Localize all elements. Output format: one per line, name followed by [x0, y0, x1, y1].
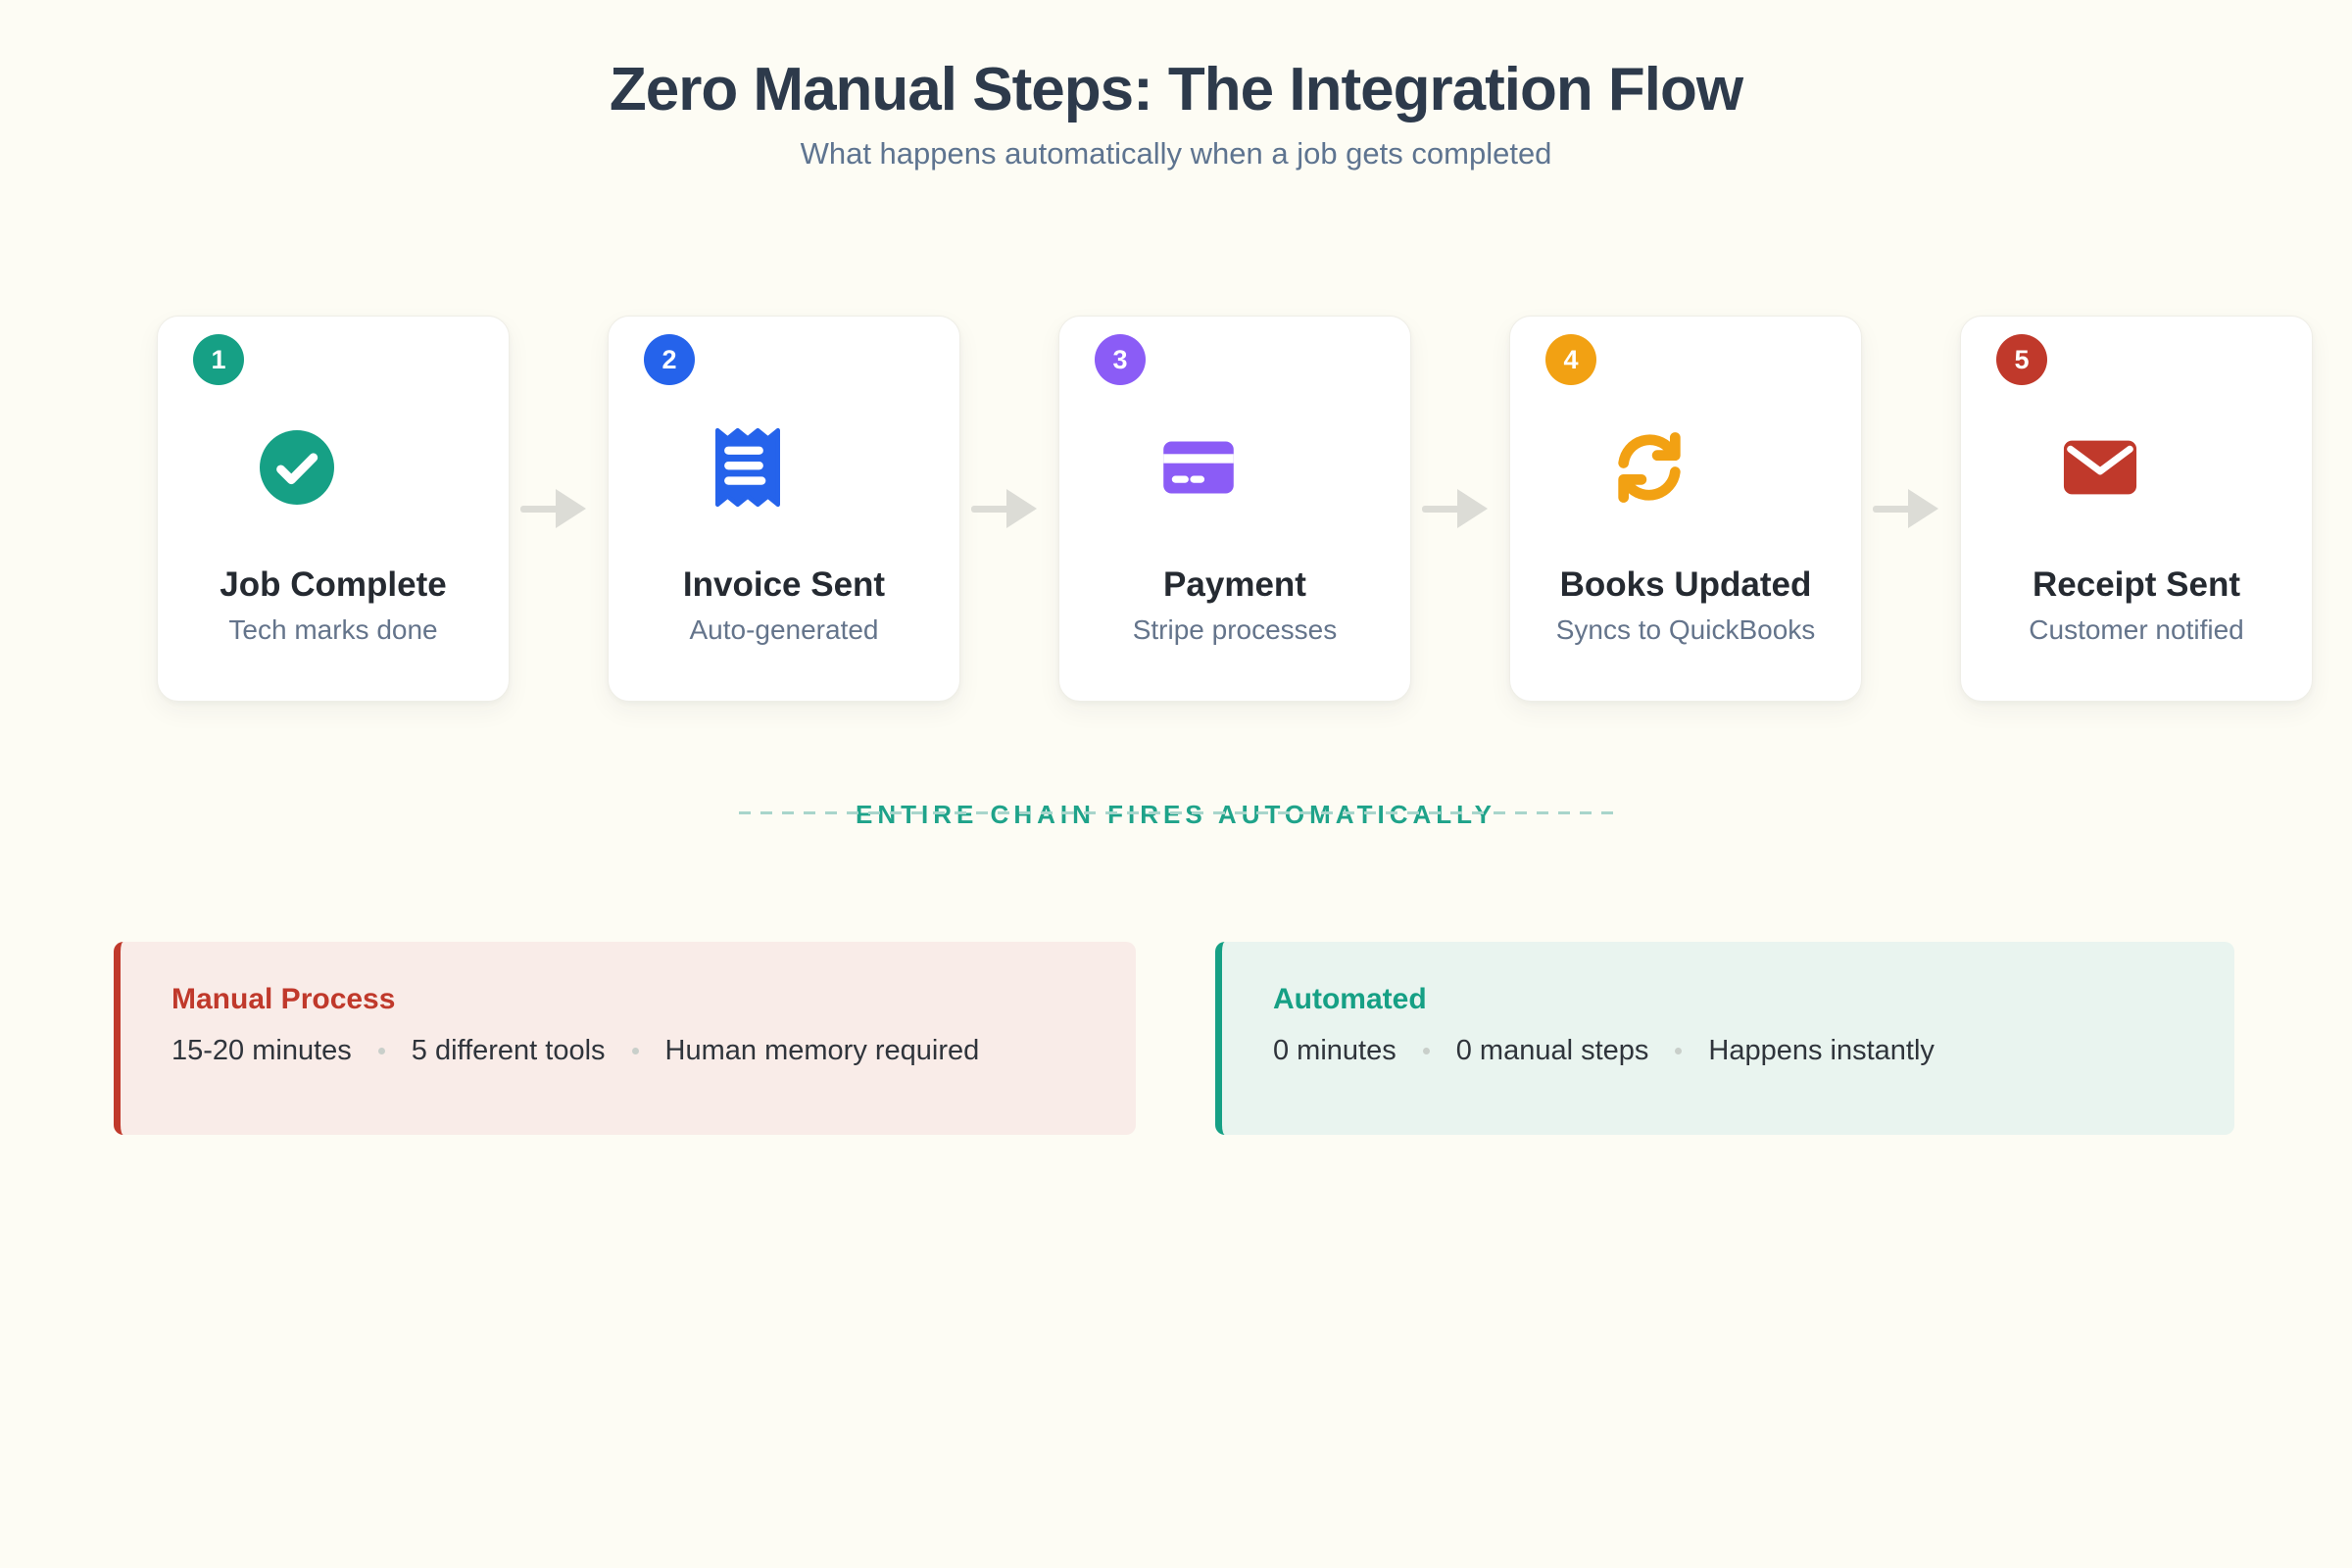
step-icon-slot: [572, 413, 923, 522]
header: Zero Manual Steps: The Integration Flow …: [0, 0, 2352, 172]
automation-divider-label: ENTIRE CHAIN FIRES AUTOMATICALLY: [855, 800, 1496, 829]
step-subtitle: Customer notified: [2029, 614, 2244, 645]
step-number-badge: 3: [1095, 334, 1146, 385]
dot-separator: [1675, 1047, 1683, 1054]
step-icon-slot: [1925, 413, 2276, 522]
dashed-line: [739, 811, 1613, 814]
page-subtitle: What happens automatically when a job ge…: [800, 136, 1552, 172]
step-subtitle: Tech marks done: [228, 614, 438, 645]
step-number-badge: 4: [1545, 334, 1596, 385]
step-card-invoice-sent: 2 Invoice Sent Auto-generated: [608, 316, 960, 702]
automated-stats: 0 minutes 0 manual steps Happens instant…: [1273, 1033, 2234, 1068]
step-number-badge: 5: [1996, 334, 2047, 385]
automation-divider: ENTIRE CHAIN FIRES AUTOMATICALLY: [0, 799, 2352, 848]
step-card-books-updated: 4 Books Updated Syncs to QuickBooks: [1509, 316, 1862, 702]
step-icon-slot: [1023, 413, 1374, 522]
manual-process-title: Manual Process: [172, 983, 396, 1015]
flow-arrow-icon: [960, 316, 1058, 702]
stat-item: Human memory required: [664, 1035, 980, 1066]
step-number-badge: 1: [193, 334, 244, 385]
step-title: Job Complete: [220, 565, 447, 604]
step-title: Receipt Sent: [2033, 565, 2240, 604]
step-card-payment: 3 Payment Stripe processes: [1058, 316, 1411, 702]
flow-arrow-icon: [1862, 316, 1960, 702]
step-title: Books Updated: [1559, 565, 1812, 604]
step-subtitle: Stripe processes: [1132, 614, 1338, 645]
stat-item: 15-20 minutes: [172, 1035, 352, 1066]
sync-icon: [1618, 432, 1681, 503]
step-card-job-complete: 1 Job Complete Tech marks done: [157, 316, 510, 702]
step-icon-slot: [1474, 413, 1825, 522]
step-title: Invoice Sent: [682, 565, 886, 604]
step-card-receipt-sent: 5 Receipt Sent Customer notified: [1960, 316, 2313, 702]
check-circle-icon: [260, 430, 334, 505]
receipt-icon: [715, 427, 780, 508]
flow-arrow-icon: [510, 316, 608, 702]
automated-box: Automated 0 minutes 0 manual steps Happe…: [1215, 942, 2234, 1135]
dot-separator: [1422, 1047, 1430, 1054]
step-subtitle: Syncs to QuickBooks: [1555, 614, 1816, 645]
step-icon-slot: [122, 413, 472, 522]
dot-separator: [377, 1047, 385, 1054]
step-title: Payment: [1163, 565, 1306, 604]
dot-separator: [631, 1047, 639, 1054]
stat-item: 5 different tools: [411, 1035, 606, 1066]
manual-process-stats: 15-20 minutes 5 different tools Human me…: [172, 1033, 1136, 1068]
envelope-icon: [2063, 440, 2137, 495]
stat-item: 0 minutes: [1273, 1035, 1396, 1066]
flow-arrow-icon: [1411, 316, 1509, 702]
page-title: Zero Manual Steps: The Integration Flow: [609, 56, 1743, 123]
step-number-badge: 2: [644, 334, 695, 385]
credit-card-icon: [1163, 441, 1234, 494]
manual-process-box: Manual Process 15-20 minutes 5 different…: [114, 942, 1136, 1135]
stat-item: 0 manual steps: [1455, 1035, 1649, 1066]
automated-title: Automated: [1273, 983, 1427, 1015]
stat-item: Happens instantly: [1708, 1035, 1935, 1066]
flow-steps-row: 1 Job Complete Tech marks done 2 Invoice…: [157, 316, 2313, 702]
step-subtitle: Auto-generated: [689, 614, 879, 645]
